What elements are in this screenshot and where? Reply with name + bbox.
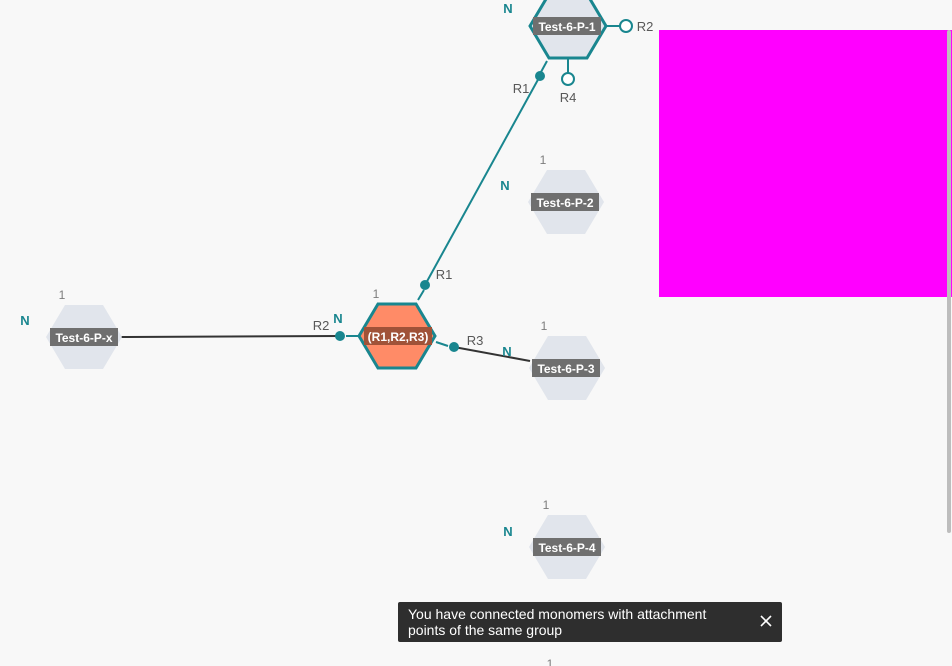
attachment-point-r2[interactable]: [335, 331, 345, 341]
toast-message: You have connected monomers with attachm…: [408, 606, 707, 638]
monomer-test-6-p-1[interactable]: Test-6-P-1 N R2 R4 R1: [503, 0, 653, 105]
monomer-test-6-p-x[interactable]: Test-6-P-x 1 N: [20, 288, 122, 369]
monomer-number: 1: [541, 319, 548, 333]
notification-toast: You have connected monomers with attachm…: [398, 602, 782, 642]
monomer-label: Test-6-P-2: [536, 196, 593, 210]
monomer-r1-r2-r3[interactable]: (R1,R2,R3) 1 N R2 R1 R3: [313, 267, 484, 370]
monomer-number: 1: [373, 287, 380, 301]
monomer-label: Test-6-P-4: [538, 541, 595, 555]
attachment-label-r2: R2: [313, 318, 330, 333]
attachment-point-r3[interactable]: [449, 342, 459, 352]
n-terminal-label: N: [500, 178, 509, 193]
monomer-label: Test-6-P-x: [55, 331, 112, 345]
bond-center-p1[interactable]: [424, 75, 541, 286]
vertical-scrollbar[interactable]: [947, 30, 951, 533]
attachment-label-r3: R3: [467, 333, 484, 348]
monomer-label-bg: [533, 17, 601, 35]
bond-center-px[interactable]: [116, 335, 341, 338]
monomer-test-6-p-4[interactable]: Test-6-P-4 1 N: [503, 498, 605, 579]
n-terminal-label: N: [503, 1, 512, 16]
monomer-test-6-p-3[interactable]: Test-6-P-3 1 N: [502, 319, 605, 400]
monomer-number: 1: [540, 153, 547, 167]
n-terminal-label: N: [502, 344, 511, 359]
n-terminal-label: N: [333, 311, 342, 326]
attachment-label-r2: R2: [637, 19, 654, 34]
monomer-number: 1: [547, 657, 554, 666]
monomer-label: (R1,R2,R3): [368, 330, 429, 344]
monomer-label-bg: [531, 193, 599, 211]
attachment-point-r2[interactable]: [619, 19, 633, 33]
monomer-label-bg: [532, 359, 600, 377]
attachment-point-r1[interactable]: [535, 71, 545, 81]
attachment-label-r1: R1: [436, 267, 453, 282]
monomer-label-bg: [50, 328, 118, 346]
monomer-label-bg: [364, 327, 432, 345]
attachment-label-r4: R4: [560, 90, 577, 105]
close-icon[interactable]: [758, 613, 774, 629]
magenta-overlay-panel: [659, 30, 952, 297]
monomer-number: 1: [543, 498, 550, 512]
monomer-test-6-p-2[interactable]: Test-6-P-2 1 N: [500, 153, 604, 234]
n-terminal-label: N: [503, 524, 512, 539]
attachment-point-r4[interactable]: [561, 72, 575, 86]
monomer-label-bg: [533, 538, 601, 556]
attachment-label-r1: R1: [513, 81, 530, 96]
n-terminal-label: N: [20, 313, 29, 328]
attachment-point-r1[interactable]: [420, 280, 430, 290]
monomer-number: 1: [59, 288, 66, 302]
bond-center-p3[interactable]: [453, 346, 531, 362]
monomer-label: Test-6-P-1: [538, 20, 595, 34]
monomer-label: Test-6-P-3: [537, 362, 594, 376]
